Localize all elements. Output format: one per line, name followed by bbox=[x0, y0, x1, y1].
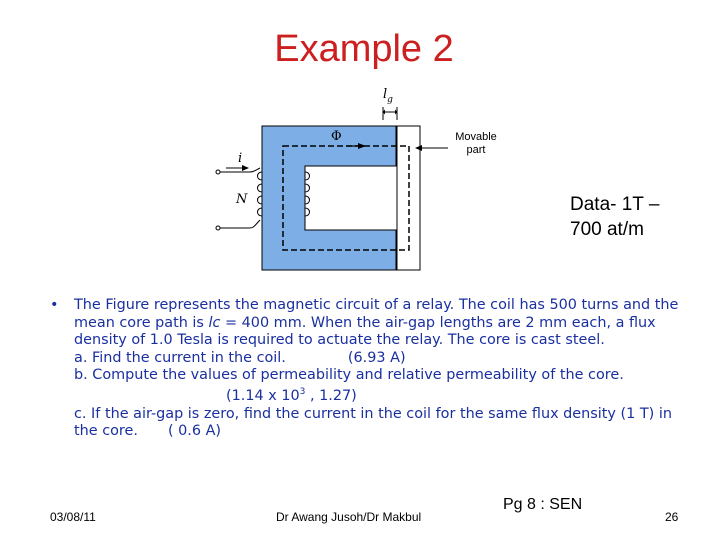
label-movable-1: Movable bbox=[455, 131, 497, 143]
answer-c: ( 0.6 A) bbox=[167, 423, 222, 440]
data-note-line-1: Data- 1T – bbox=[570, 194, 660, 215]
answer-a: (6.93 A) bbox=[347, 349, 406, 366]
footer-date: 03/08/11 bbox=[50, 510, 96, 524]
current-arrow bbox=[242, 165, 249, 171]
label-air-gap: lg bbox=[383, 87, 393, 105]
relay-magnetic-circuit-figure: lg Φ i N Movable part bbox=[215, 87, 497, 271]
label-current: i bbox=[238, 151, 242, 166]
statement-paragraph: The Figure represents the magnetic circu… bbox=[74, 297, 679, 348]
label-flux: Φ bbox=[331, 129, 342, 144]
bullet: • bbox=[50, 297, 59, 313]
answer-b: (1.14 x 103 , 1.27) bbox=[226, 387, 357, 405]
flux-arrow bbox=[358, 143, 366, 149]
question-b: b. Compute the values of permeability an… bbox=[74, 367, 624, 405]
core bbox=[261, 125, 397, 271]
footer-author: Dr Awang Jusoh/Dr Makbul bbox=[276, 510, 422, 524]
problem-text: • The Figure represents the magnetic cir… bbox=[50, 297, 690, 441]
question-a: a. Find the current in the coil.(6.93 A) bbox=[74, 349, 406, 366]
terminal-top bbox=[215, 169, 221, 175]
slide-title: Example 2 bbox=[274, 28, 454, 70]
page-reference: Pg 8 : SEN bbox=[503, 496, 583, 513]
label-turns: N bbox=[235, 192, 248, 207]
data-note: Data- 1T – 700 at/m bbox=[570, 192, 659, 242]
terminal-bottom bbox=[215, 225, 221, 231]
question-c: c. If the air-gap is zero, find the curr… bbox=[74, 405, 672, 440]
coil bbox=[220, 167, 310, 229]
label-movable-2: part bbox=[467, 144, 486, 156]
slide-number: 26 bbox=[665, 510, 679, 524]
data-note-line-2: 700 at/m bbox=[570, 219, 644, 240]
problem-statement: • The Figure represents the magnetic cir… bbox=[50, 297, 690, 350]
movable-part bbox=[396, 125, 421, 271]
